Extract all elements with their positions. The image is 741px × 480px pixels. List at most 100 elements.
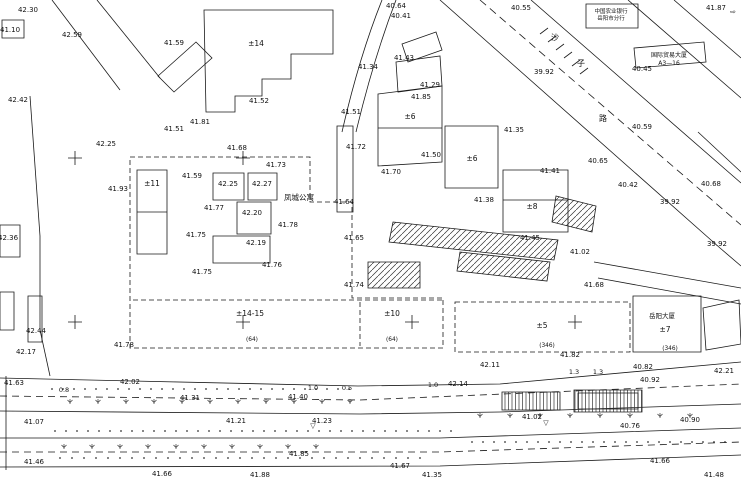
tree-dot (251, 457, 253, 459)
elevation-label: 41.29 (420, 81, 440, 89)
elevation-label: 42.02 (120, 378, 140, 386)
tree-dot (351, 430, 353, 432)
tree-dot (131, 430, 133, 432)
elevation-label: 42.17 (16, 348, 36, 356)
annotation-label: (64) (246, 337, 258, 343)
lamp-tick (628, 413, 633, 418)
diagonal-road-centerline (480, 0, 741, 225)
elevation-label: 41.65 (344, 234, 364, 242)
elevation-label: 42.11 (480, 361, 500, 369)
lamp-tick (292, 399, 297, 404)
tree-dot (227, 388, 229, 390)
tree-dot (150, 388, 152, 390)
road-b-centerline (0, 442, 741, 452)
building-number-label: ±14 (248, 39, 264, 48)
tree-dot (337, 388, 339, 390)
elevation-label: 41.51 (164, 125, 184, 133)
diagonal-road-edge (628, 0, 741, 98)
tree-dot (428, 430, 430, 432)
tree-dot (120, 430, 122, 432)
tree-dot (215, 457, 217, 459)
tree-dot (311, 457, 313, 459)
hatched-structure (389, 222, 558, 260)
elevation-label: 39.92 (707, 240, 727, 248)
elevation-label: 40.76 (620, 422, 641, 430)
tree-dot (691, 441, 693, 443)
tree-dot (274, 430, 276, 432)
elevation-label: 41.23 (312, 417, 332, 425)
hatched-structure (457, 252, 550, 281)
elevation-label: 42.44 (26, 327, 47, 335)
elevation-label: 41.85 (289, 450, 309, 458)
tree-dot (263, 430, 265, 432)
elevation-label: 41.40 (288, 393, 308, 401)
tree-dot (581, 441, 583, 443)
tree-dot (439, 430, 441, 432)
arrow-symbol: ⇨ (730, 8, 736, 16)
lamp-tick (538, 413, 543, 418)
tree-dot (669, 441, 671, 443)
road-a-top-edge (0, 362, 741, 386)
lamp-tick (202, 444, 207, 449)
tree-dot (702, 441, 704, 443)
building-outline (633, 296, 701, 352)
lamp-tick (348, 399, 353, 404)
tree-dot (323, 457, 325, 459)
elevation-label: 42.19 (246, 239, 266, 247)
road-width-label: 1.0 (308, 384, 318, 392)
building-outline (237, 202, 271, 234)
building-outline (213, 236, 270, 263)
tree-dot (348, 388, 350, 390)
lamp-tick (286, 444, 291, 449)
diagonal-road-edge (674, 0, 741, 58)
road-edge (97, 0, 160, 78)
building-number-label: ±10 (384, 309, 400, 318)
elevation-label: 41.87 (706, 4, 726, 12)
stairs-ticks (540, 28, 588, 74)
lamp-tick (208, 399, 213, 404)
diagonal-road-edge (531, 0, 741, 183)
grid-cross (68, 151, 82, 165)
road-width-label: 1.0 (428, 381, 438, 389)
tree-dot (395, 457, 397, 459)
tree-dot (263, 457, 265, 459)
tree-dot (197, 430, 199, 432)
elevation-label: 41.88 (250, 471, 270, 479)
elevation-label: 41.64 (334, 198, 355, 206)
lamp-tick (236, 399, 241, 404)
annotation-label: (346) (662, 346, 678, 352)
tree-dot (164, 430, 166, 432)
street-edge (594, 262, 741, 288)
elevation-label: 40.45 (632, 65, 652, 73)
tree-dot (175, 430, 177, 432)
lamp-tick (508, 413, 513, 418)
tree-dot (359, 457, 361, 459)
building-number-label: ±5 (536, 321, 547, 330)
elevation-label: 41.59 (182, 172, 202, 180)
elevation-label: 41.02 (570, 248, 590, 256)
elevation-label: 40.68 (701, 180, 721, 188)
elevation-label: 40.55 (511, 4, 531, 12)
tree-dot (227, 457, 229, 459)
elevation-label: 41.67 (390, 462, 410, 470)
tree-dot (625, 441, 627, 443)
tree-dot (724, 441, 726, 443)
building-outline (337, 126, 353, 212)
elevation-label: 41.66 (650, 457, 671, 465)
tree-dot (287, 457, 289, 459)
area-name-label: 子 (577, 59, 585, 68)
tree-dot (183, 388, 185, 390)
elevation-label: 41.77 (204, 204, 224, 212)
building-outline (703, 300, 741, 350)
area-name-label: 沙 (551, 33, 559, 42)
elevation-label: 42.25 (218, 180, 238, 188)
tree-dot (109, 430, 111, 432)
tree-dot (493, 441, 495, 443)
building-number-label: ±6 (404, 112, 415, 121)
building-number-label: ±7 (659, 325, 670, 334)
lamp-tick (568, 413, 573, 418)
elevation-label: 40.59 (632, 123, 652, 131)
annotation-label: (64) (386, 337, 398, 343)
